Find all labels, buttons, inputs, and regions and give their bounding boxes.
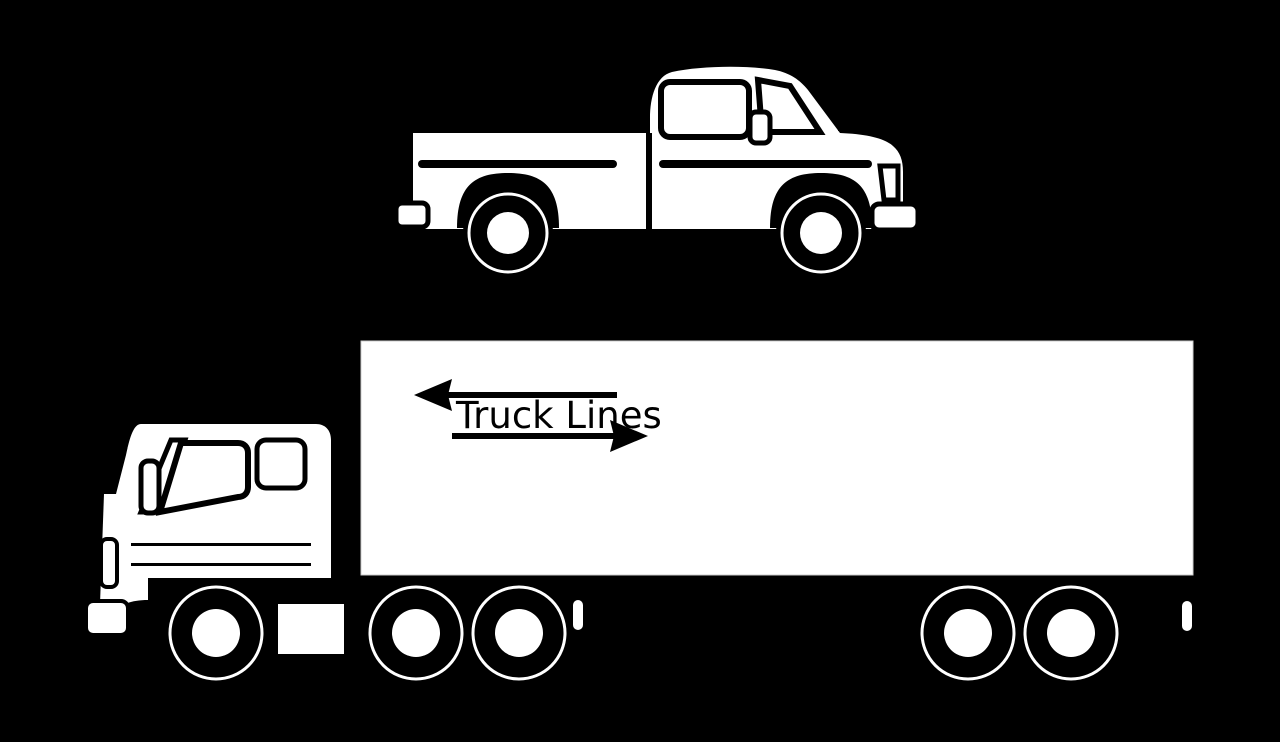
pickup-truck xyxy=(393,66,921,278)
tractor-rear-window xyxy=(254,437,308,491)
pickup-bed-body-line xyxy=(418,160,617,168)
semi-trailer-wheel-rear xyxy=(1019,581,1123,685)
pickup-grille xyxy=(877,163,901,203)
trailer-rear-mudflap xyxy=(1182,601,1192,631)
tractor-body-line-lower xyxy=(131,563,311,566)
tractor-body-line-upper xyxy=(131,543,311,546)
tractor-front-bumper xyxy=(84,599,130,637)
trailer-box xyxy=(360,340,1194,576)
pickup-rear-bumper xyxy=(393,200,431,230)
pickup-rear-wheel xyxy=(463,188,553,278)
trailer-sign-text: Truck Lines xyxy=(455,394,662,437)
pickup-cab-bed-gap xyxy=(646,133,652,229)
pickup-hood-gap xyxy=(838,126,890,143)
tractor-rear-marker-tab xyxy=(573,600,583,630)
pickup-front-bumper xyxy=(869,201,921,233)
trailer-sign: Truck Lines xyxy=(414,379,662,452)
left-arrow-icon xyxy=(414,379,617,411)
tractor-side-marker xyxy=(99,537,119,589)
semi-truck: Truck Lines xyxy=(84,340,1194,685)
tractor-door-window xyxy=(155,440,251,516)
semi-drive-wheel-front xyxy=(364,581,468,685)
semi-trailer-wheel-front xyxy=(916,581,1020,685)
pickup-side-mirror xyxy=(747,109,773,146)
tractor-side-mirror xyxy=(138,458,162,516)
semi-steer-wheel xyxy=(164,581,268,685)
right-arrow-icon xyxy=(452,420,648,452)
pickup-door-window xyxy=(658,79,752,140)
pickup-cab-body-line xyxy=(659,160,872,168)
pickup-front-wheel xyxy=(776,188,866,278)
tractor-fuel-tank xyxy=(278,604,344,654)
semi-drive-wheel-rear xyxy=(467,581,571,685)
